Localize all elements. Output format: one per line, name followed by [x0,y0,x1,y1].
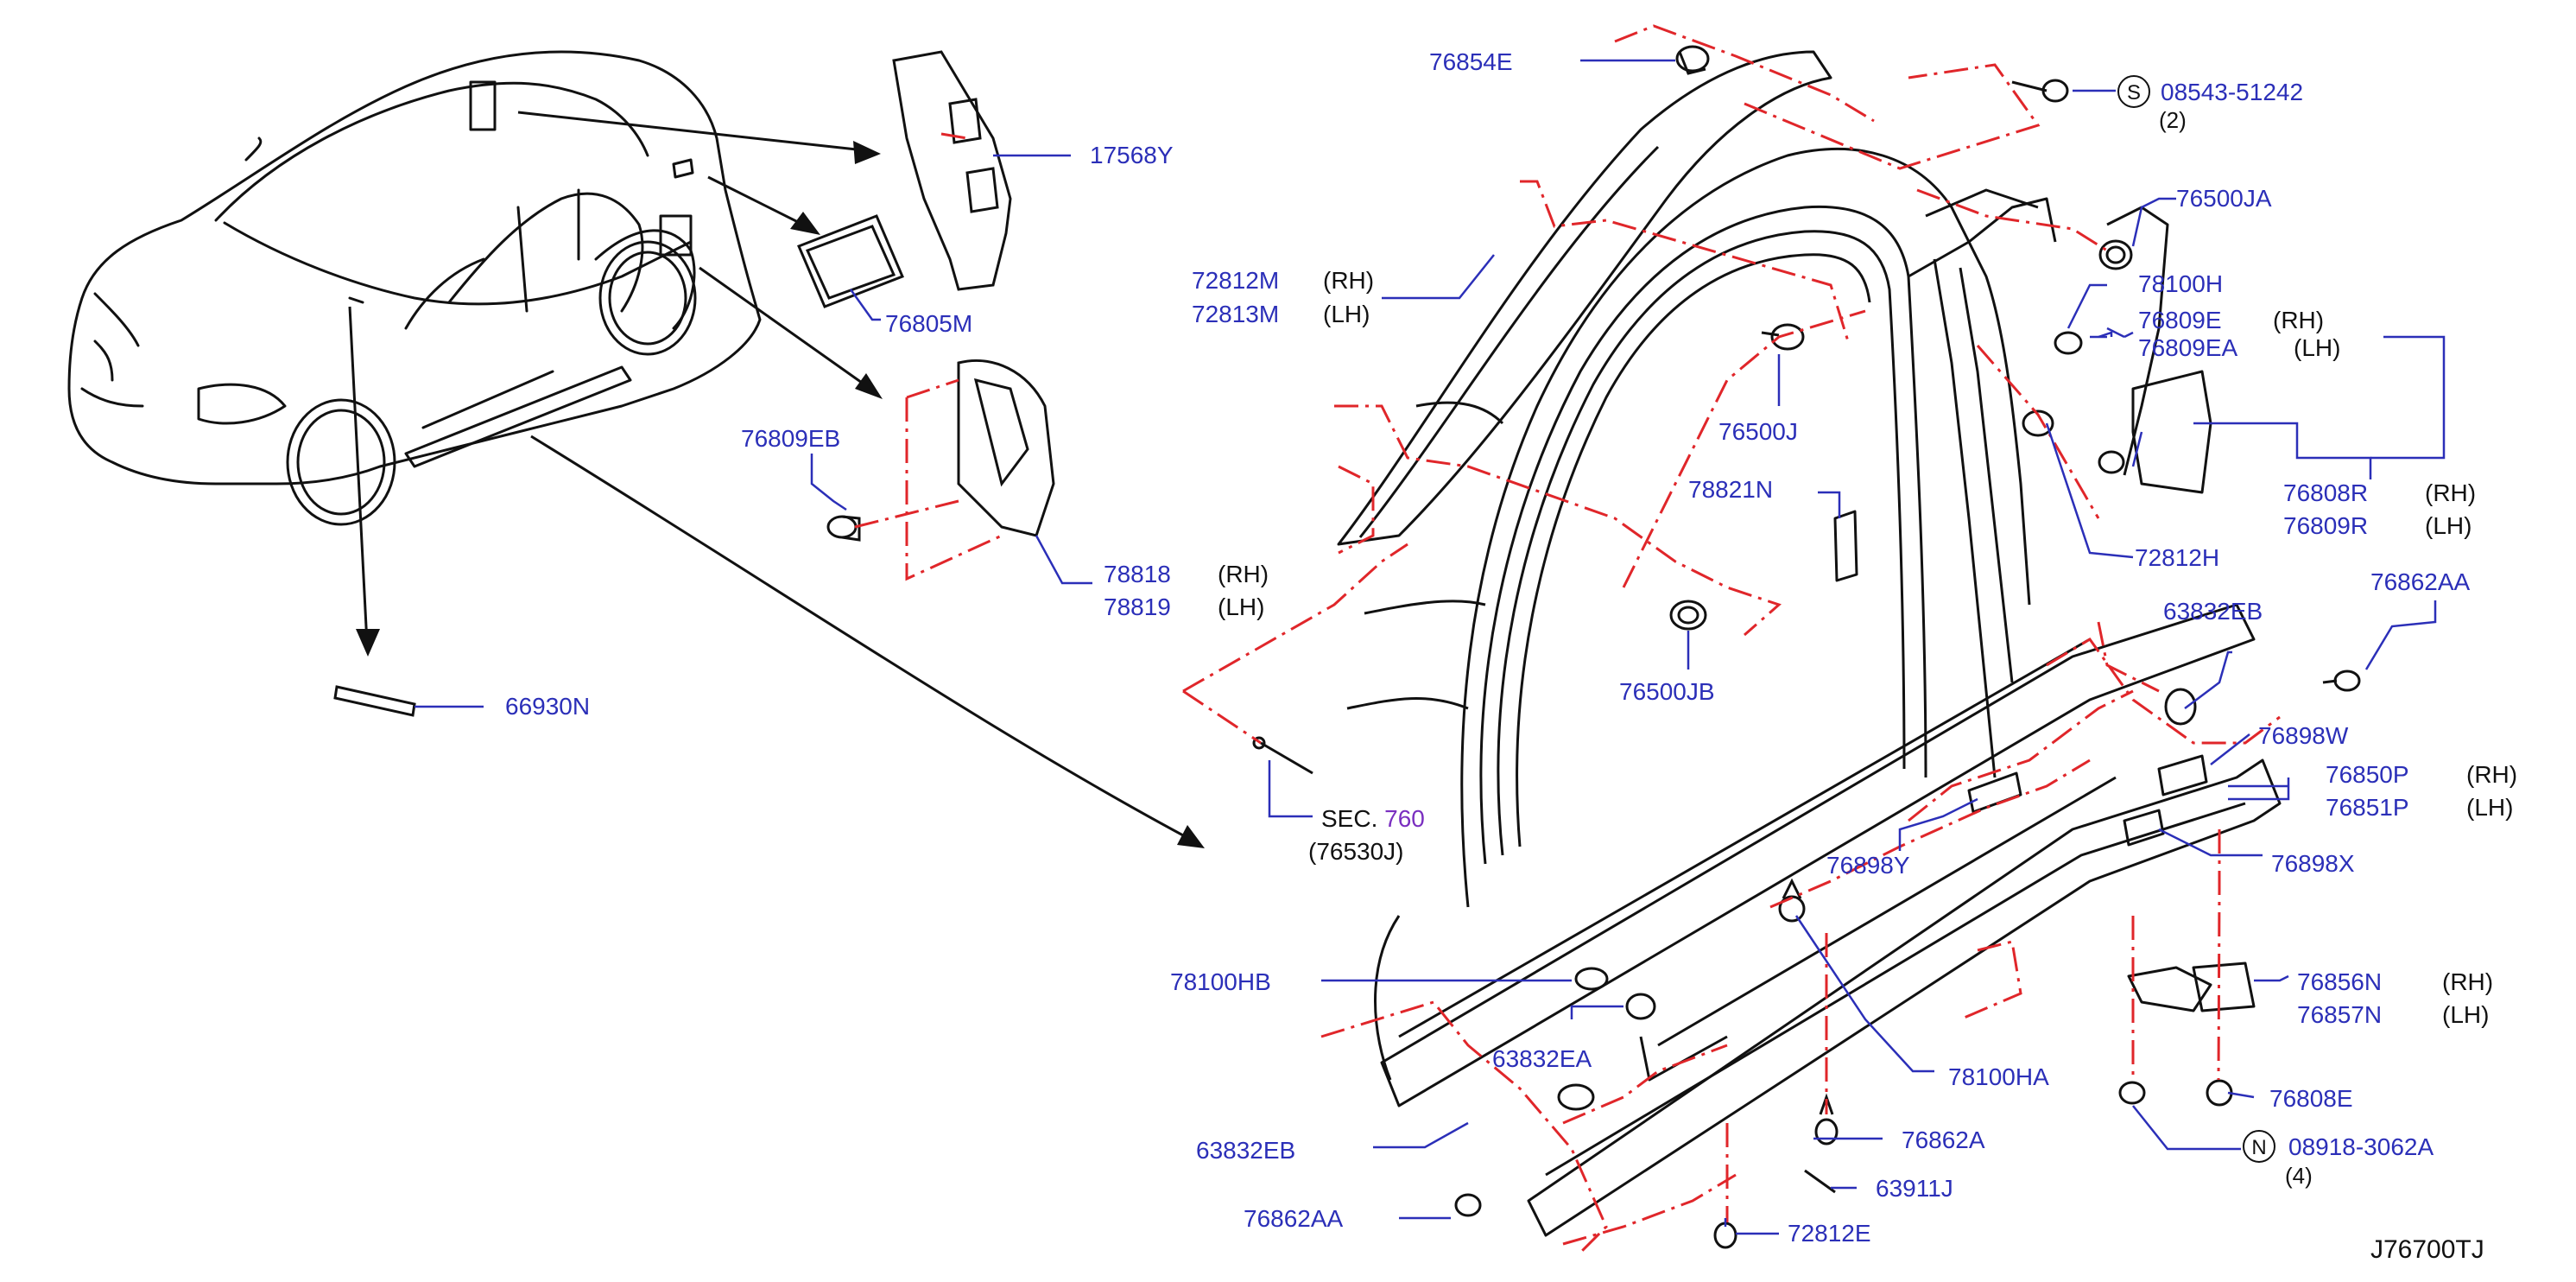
label-76856N[interactable]: 76856N [2297,968,2383,995]
side-72813M: (LH) [1323,301,1370,327]
strip-66930N [333,685,416,717]
callout-arrows [348,111,1197,844]
label-76850P[interactable]: 76850P [2326,761,2409,788]
side-78819: (LH) [1218,593,1265,620]
standard-part-n-icon: N [2243,1130,2275,1163]
side-76856N: (RH) [2442,968,2494,995]
quantity-08918: (4) [2285,1163,2313,1189]
side-76851P: (LH) [2466,794,2514,821]
label-76862A[interactable]: 76862A [1902,1127,1985,1153]
label-72812H[interactable]: 72812H [2135,544,2220,571]
diagram-code: J76700TJ [2370,1235,2484,1264]
side-76850P: (RH) [2466,761,2518,788]
side-78818: (RH) [1218,561,1269,587]
label-78100HB[interactable]: 78100HB [1170,968,1271,995]
label-76898X[interactable]: 76898X [2271,850,2355,877]
fasteners [1252,45,2361,1249]
label-63832EB-top[interactable]: 63832EB [2163,598,2263,625]
clip-76809EB [826,515,861,542]
standard-part-s-icon: S [2117,75,2150,108]
label-08543-51242[interactable]: 08543-51242 [2161,79,2304,105]
label-63832EA[interactable]: 63832EA [1492,1045,1592,1072]
label-78818[interactable]: 78818 [1104,561,1171,587]
label-63832EB-bottom[interactable]: 63832EB [1196,1137,1296,1164]
label-72812E[interactable]: 72812E [1788,1220,1871,1247]
section-reference[interactable]: SEC. 760 [1321,807,1425,831]
label-63911J[interactable]: 63911J [1876,1175,1953,1202]
label-72812M[interactable]: 72812M [1192,267,1280,294]
label-08918-3062A[interactable]: 08918-3062A [2288,1133,2434,1160]
label-76809E[interactable]: 76809E [2138,307,2222,333]
label-76809EA[interactable]: 76809EA [2138,334,2238,361]
label-72813M[interactable]: 72813M [1192,301,1280,327]
protector-78818 [957,359,1055,537]
side-76809EA: (LH) [2294,334,2341,361]
quantity-08543: (2) [2159,107,2187,133]
label-76500J[interactable]: 76500J [1718,418,1798,445]
bracket-17568Y [892,50,1012,291]
label-76854E[interactable]: 76854E [1429,48,1513,75]
arrow-heads [356,141,1205,848]
label-78100HA[interactable]: 78100HA [1948,1063,2049,1090]
label-76851P[interactable]: 76851P [2326,794,2409,821]
label-76862AA-top[interactable]: 76862AA [2370,568,2471,595]
side-72812M: (RH) [1323,267,1375,294]
label-76500JA[interactable]: 76500JA [2176,185,2272,212]
label-76857N[interactable]: 76857N [2297,1001,2383,1028]
label-78819[interactable]: 78819 [1104,593,1171,620]
phantom-lines [854,24,2281,1254]
pad-76805M [797,214,904,308]
label-76808R[interactable]: 76808R [2283,479,2369,506]
label-78100H[interactable]: 78100H [2138,270,2224,297]
side-76809R: (LH) [2425,512,2472,539]
label-78821N[interactable]: 78821N [1688,476,1774,503]
label-76809R[interactable]: 76809R [2283,512,2369,539]
label-66930N[interactable]: 66930N [505,693,591,720]
leader-lines [415,59,2446,1235]
label-76500JB[interactable]: 76500JB [1619,678,1715,705]
section-number: 760 [1384,805,1425,832]
label-76805M[interactable]: 76805M [885,310,973,337]
label-76808E[interactable]: 76808E [2269,1085,2353,1112]
label-17568Y[interactable]: 17568Y [1090,142,1174,168]
label-76862AA-bottom[interactable]: 76862AA [1244,1205,1344,1232]
section-sub-ref: (76530J) [1308,838,1404,865]
label-76898W[interactable]: 76898W [2258,722,2349,749]
body-side-assembly [1337,50,2282,1237]
label-76809EB[interactable]: 76809EB [741,425,841,452]
side-76857N: (LH) [2442,1001,2490,1028]
section-prefix: SEC. [1321,805,1378,832]
side-76808R: (RH) [2425,479,2477,506]
label-76898Y[interactable]: 76898Y [1826,852,1910,879]
car-overview-illustration [67,50,762,526]
side-76809E: (RH) [2273,307,2325,333]
